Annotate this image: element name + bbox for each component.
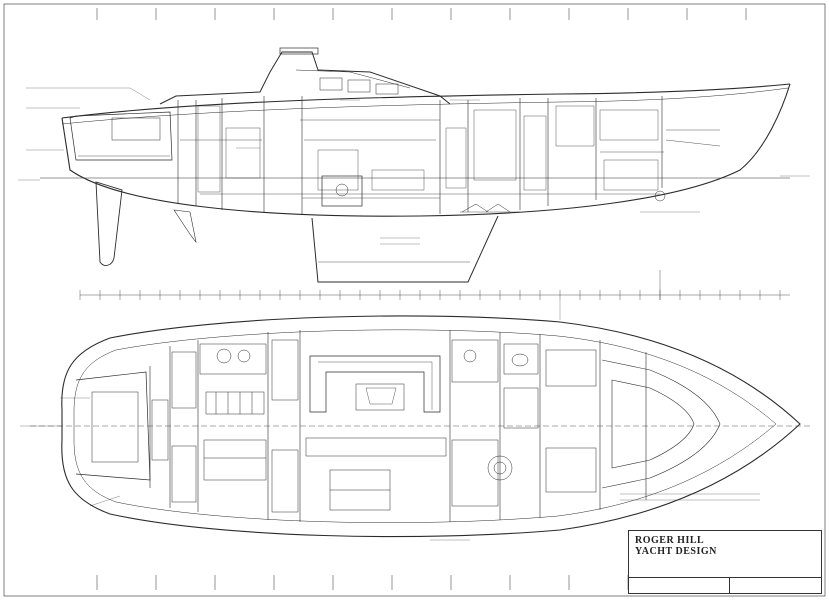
plan-aft-berths xyxy=(171,339,299,513)
profile-sheer xyxy=(61,83,791,119)
title-block-rule-vertical xyxy=(729,577,730,593)
profile-interior-details xyxy=(180,105,721,213)
profile-bulkheads xyxy=(177,96,663,214)
title-block-rule xyxy=(629,577,821,578)
profile-cockpit xyxy=(69,111,173,161)
title-block: ROGER HILL YACHT DESIGN xyxy=(628,530,822,594)
plan-nav-station xyxy=(151,399,267,481)
plan-starboard-side xyxy=(305,349,597,511)
plan-cockpit xyxy=(75,371,151,481)
profile-hull-bottom xyxy=(61,83,791,217)
plan-saloon-settee xyxy=(309,355,441,413)
plan-view xyxy=(20,300,810,541)
plan-galley xyxy=(199,343,267,415)
station-dimension-line xyxy=(79,270,790,300)
plan-bulkheads xyxy=(169,330,647,522)
profile-engine xyxy=(321,175,363,207)
plan-leaders xyxy=(20,300,760,541)
firm-name-line1: ROGER HILL xyxy=(635,535,705,546)
profile-deck xyxy=(61,87,789,125)
profile-rudder xyxy=(95,181,123,266)
firm-name: ROGER HILL YACHT DESIGN xyxy=(635,535,717,557)
profile-view xyxy=(18,47,810,283)
profile-deckhouse xyxy=(159,51,451,105)
plan-hull-outline xyxy=(61,315,801,538)
firm-name-line2: YACHT DESIGN xyxy=(635,546,717,557)
sheet-border xyxy=(3,3,826,597)
plan-forward-cabin xyxy=(601,359,721,489)
profile-keel xyxy=(311,215,499,283)
plan-deck-edge xyxy=(73,329,777,523)
station-ticks-top xyxy=(96,8,747,20)
station-ticks-bottom xyxy=(96,575,629,590)
plan-heads xyxy=(451,339,539,383)
profile-leaders xyxy=(18,87,810,245)
